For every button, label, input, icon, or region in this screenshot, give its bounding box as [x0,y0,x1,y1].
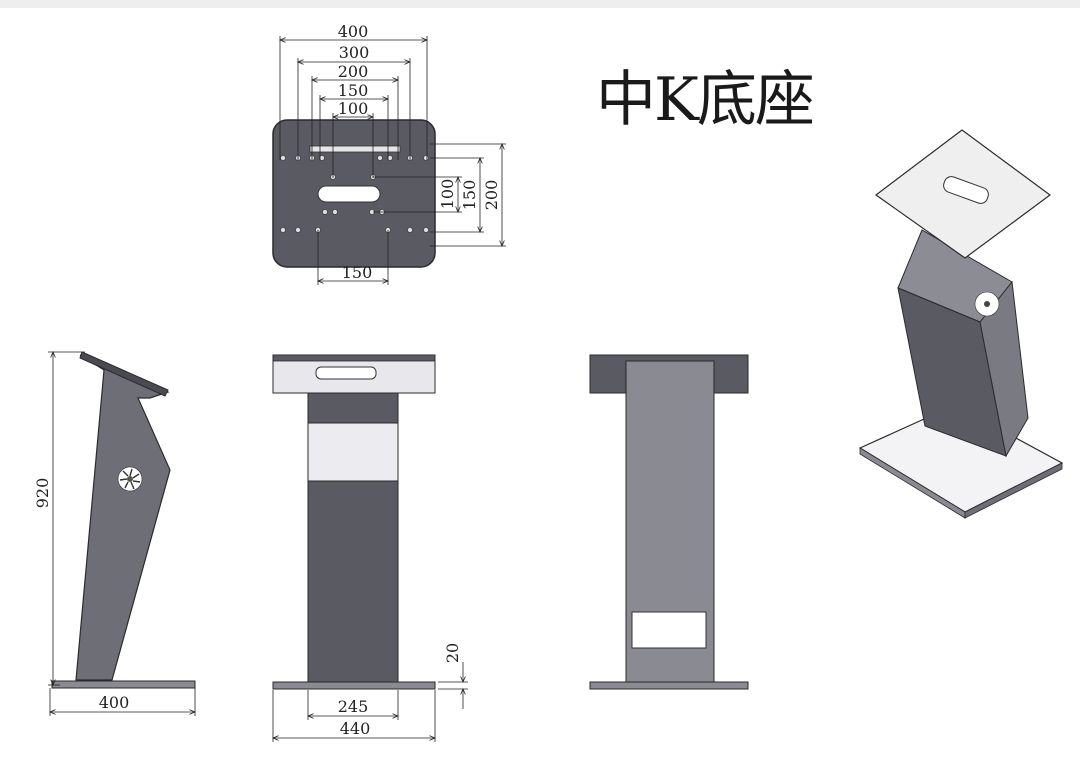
front-base [272,681,436,690]
isometric-view [858,129,1064,519]
dim-v-150: 150 [460,180,479,211]
fan-icon [117,466,143,492]
side-column [75,354,171,681]
top-view: 400 300 200 150 100 100 150 200 150 [272,22,506,285]
dim-400: 400 [338,22,369,41]
front-column-top [307,392,399,424]
dim-height-920: 920 [33,478,52,509]
front-column-band [307,422,399,482]
cable-slot [317,185,381,203]
mount-holes [280,155,429,233]
dim-100: 100 [338,99,369,118]
dim-150: 150 [338,81,369,100]
iso-column-side [979,280,1029,458]
side-view: 920 400 [33,352,195,716]
dim-v-200: 200 [482,180,501,211]
rear-view [589,354,749,690]
side-base [51,680,196,689]
dim-base-440: 440 [340,719,371,738]
dim-plate-20: 20 [443,643,462,663]
dim-side-base-400: 400 [99,693,130,712]
dim-inner-245: 245 [338,697,369,716]
side-top-plate [79,351,169,397]
dim-v-100: 100 [438,179,457,210]
drawing-title: 中K底座 [596,65,815,135]
rear-access-panel [631,611,707,649]
dim-bottom-150: 150 [342,263,373,282]
dim-200: 200 [338,62,369,81]
top-slot [309,145,401,153]
front-column-lower [307,480,399,683]
dim-300: 300 [339,43,370,62]
top-strip [0,0,1080,8]
rear-base [589,681,749,690]
front-view: 245 440 20 [272,354,468,742]
